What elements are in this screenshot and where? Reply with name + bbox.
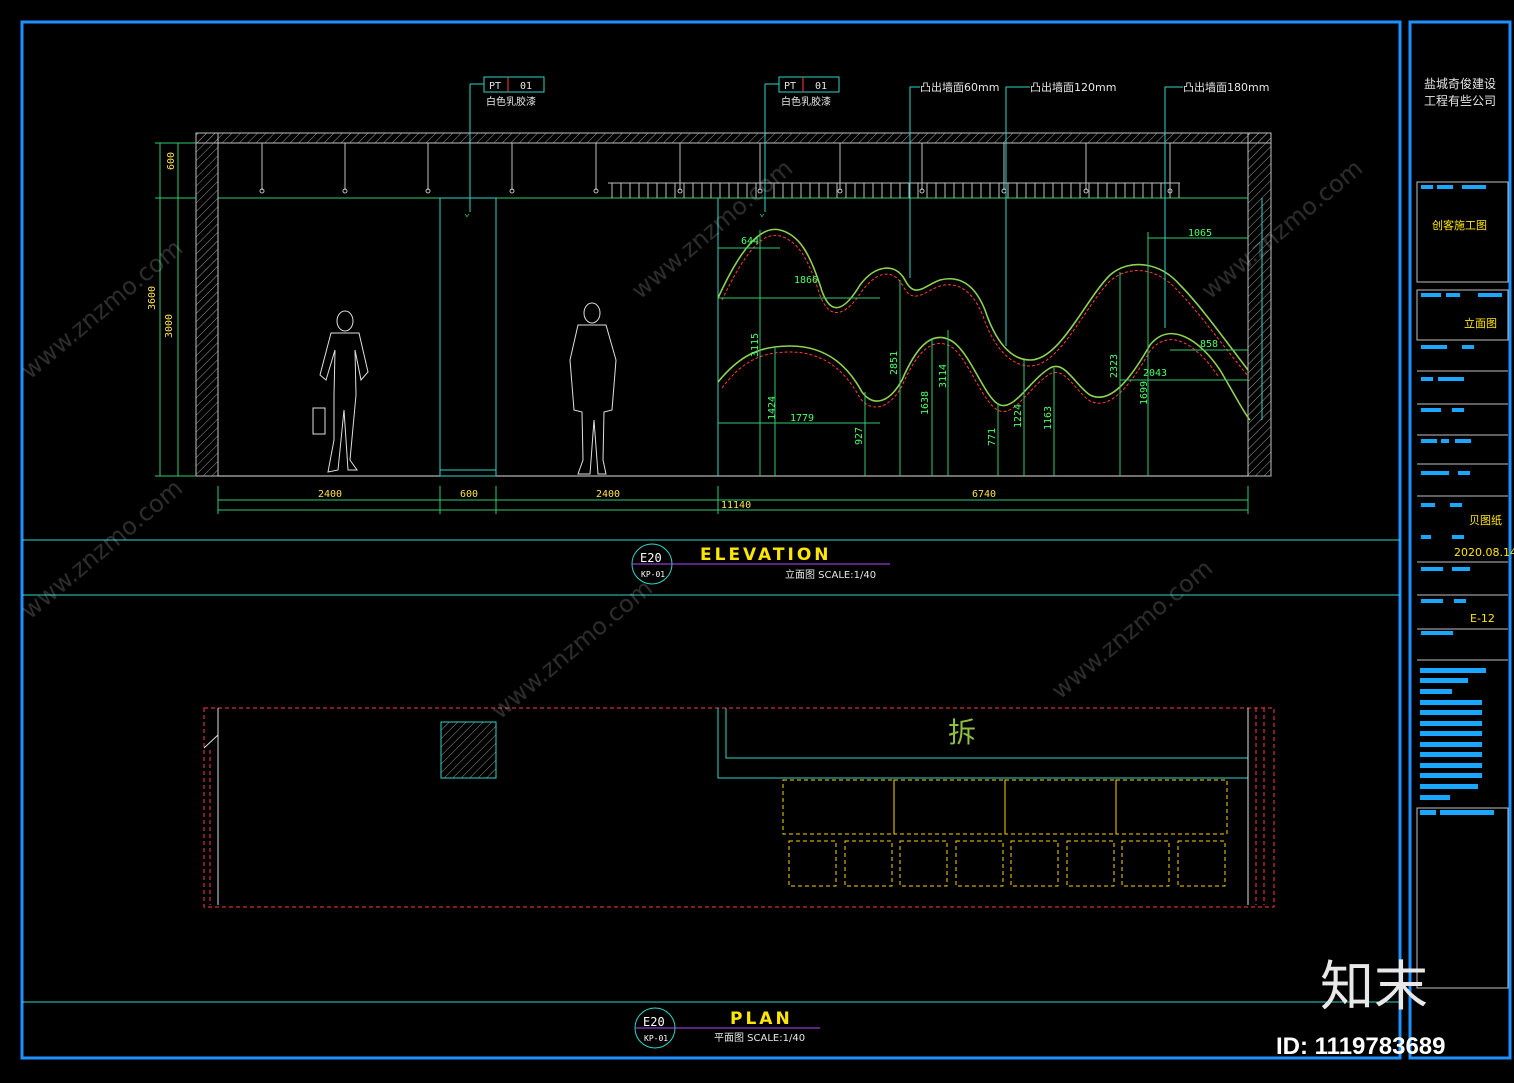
protrusion-note-180: 凸出墙面180mm xyxy=(1183,80,1269,94)
image-id: ID: 1119783689 xyxy=(1276,1033,1446,1060)
plan-view: 拆 xyxy=(203,707,1275,908)
svg-text:PT: PT xyxy=(489,81,501,92)
dim-total-height: 3600 xyxy=(147,286,158,310)
dim-bottom-4: 6740 xyxy=(972,489,996,500)
dim-wall-height: 3000 xyxy=(164,314,175,338)
wave-dim-858: 858 xyxy=(1200,339,1218,350)
svg-text:平面图 SCALE:1/40: 平面图 SCALE:1/40 xyxy=(714,1032,805,1044)
plan-title: E20 KP-01 PLAN 平面图 SCALE:1/40 xyxy=(634,1007,820,1049)
svg-text:PT: PT xyxy=(784,81,796,92)
elevation-title: E20 KP-01 ELEVATION 立面图 SCALE:1/40 xyxy=(631,543,890,585)
wave-dim-3114: 3114 xyxy=(938,364,949,388)
wave-dim-2043: 2043 xyxy=(1143,368,1167,379)
svg-text:www.znzmo.com: www.znzmo.com xyxy=(16,474,188,625)
wave-dim-1424: 1424 xyxy=(767,396,778,420)
dim-ceiling-height: 600 xyxy=(166,152,177,170)
svg-text:KP-01: KP-01 xyxy=(644,1034,668,1043)
svg-text:www.znzmo.com: www.znzmo.com xyxy=(16,234,188,385)
plan-demolish-label: 拆 xyxy=(948,716,976,749)
svg-text:白色乳胶漆: 白色乳胶漆 xyxy=(781,95,831,108)
svg-text:⌄: ⌄ xyxy=(759,208,765,219)
svg-text:⌄: ⌄ xyxy=(464,208,470,219)
svg-text:E20: E20 xyxy=(640,551,662,565)
material-tag-2: PT 01 白色乳胶漆 ⌄ xyxy=(759,76,840,219)
company-name-1: 盐城奇俊建设 xyxy=(1424,76,1496,91)
svg-text:www.znzmo.com: www.znzmo.com xyxy=(1046,554,1218,705)
plan-title-text: PLAN xyxy=(730,1009,793,1029)
wave-dim-1866: 1866 xyxy=(794,275,818,286)
project-name: 创客施工图 xyxy=(1432,218,1487,232)
elevation-title-text: ELEVATION xyxy=(700,545,832,565)
svg-text:立面图 SCALE:1/40: 立面图 SCALE:1/40 xyxy=(785,568,876,581)
svg-text:www.znzmo.com: www.znzmo.com xyxy=(1196,154,1368,305)
elevation-view: 600 3600 3000 2400 600 2400 6740 11140 P… xyxy=(147,76,1272,514)
title-block: 盐城奇俊建设 工程有些公司 创客施工图 立面图 贝图纸 2020.08.14 E… xyxy=(1416,76,1514,989)
svg-text:KP-01: KP-01 xyxy=(641,570,665,579)
title-block-frame xyxy=(1408,20,1512,1060)
svg-text:白色乳胶漆: 白色乳胶漆 xyxy=(486,95,536,108)
dim-total: 11140 xyxy=(721,500,751,511)
svg-text:01: 01 xyxy=(520,81,532,92)
material-tag-1: PT 01 白色乳胶漆 ⌄ xyxy=(464,76,545,219)
wave-dim-1638: 1638 xyxy=(920,391,931,415)
dim-bottom-3: 2400 xyxy=(596,489,620,500)
person-figure-right xyxy=(569,302,617,475)
person-figure-left xyxy=(312,310,369,473)
wave-dim-2851: 2851 xyxy=(889,351,900,375)
wave-dim-2323: 2323 xyxy=(1109,354,1120,378)
wave-dim-3115: 3115 xyxy=(750,333,761,357)
wave-dim-644: 644 xyxy=(741,236,759,247)
drawing-date: 2020.08.14 xyxy=(1454,546,1514,559)
wave-dim-1699: 1699 xyxy=(1139,381,1150,405)
wave-dim-1779: 1779 xyxy=(790,413,814,424)
dim-bottom-1: 2400 xyxy=(318,489,342,500)
wave-dim-1163: 1163 xyxy=(1043,406,1054,430)
protrusion-note-60: 凸出墙面60mm xyxy=(920,80,999,94)
svg-text:E20: E20 xyxy=(643,1015,665,1029)
svg-text:www.znzmo.com: www.znzmo.com xyxy=(486,574,658,725)
wave-dim-1224: 1224 xyxy=(1013,404,1024,428)
company-name-2: 工程有些公司 xyxy=(1424,93,1496,108)
drawing-name: 立面图 xyxy=(1464,316,1497,330)
wave-dim-771: 771 xyxy=(987,428,998,446)
dim-bottom-2: 600 xyxy=(460,489,478,500)
protrusion-note-120: 凸出墙面120mm xyxy=(1030,80,1116,94)
wave-dim-927: 927 xyxy=(854,427,865,445)
svg-text:01: 01 xyxy=(815,81,827,92)
sheet-type: 贝图纸 xyxy=(1469,514,1502,527)
drawing-number: E-12 xyxy=(1470,612,1495,625)
brand-logo: 知末 xyxy=(1320,955,1428,1018)
wave-dim-1065: 1065 xyxy=(1188,228,1212,239)
